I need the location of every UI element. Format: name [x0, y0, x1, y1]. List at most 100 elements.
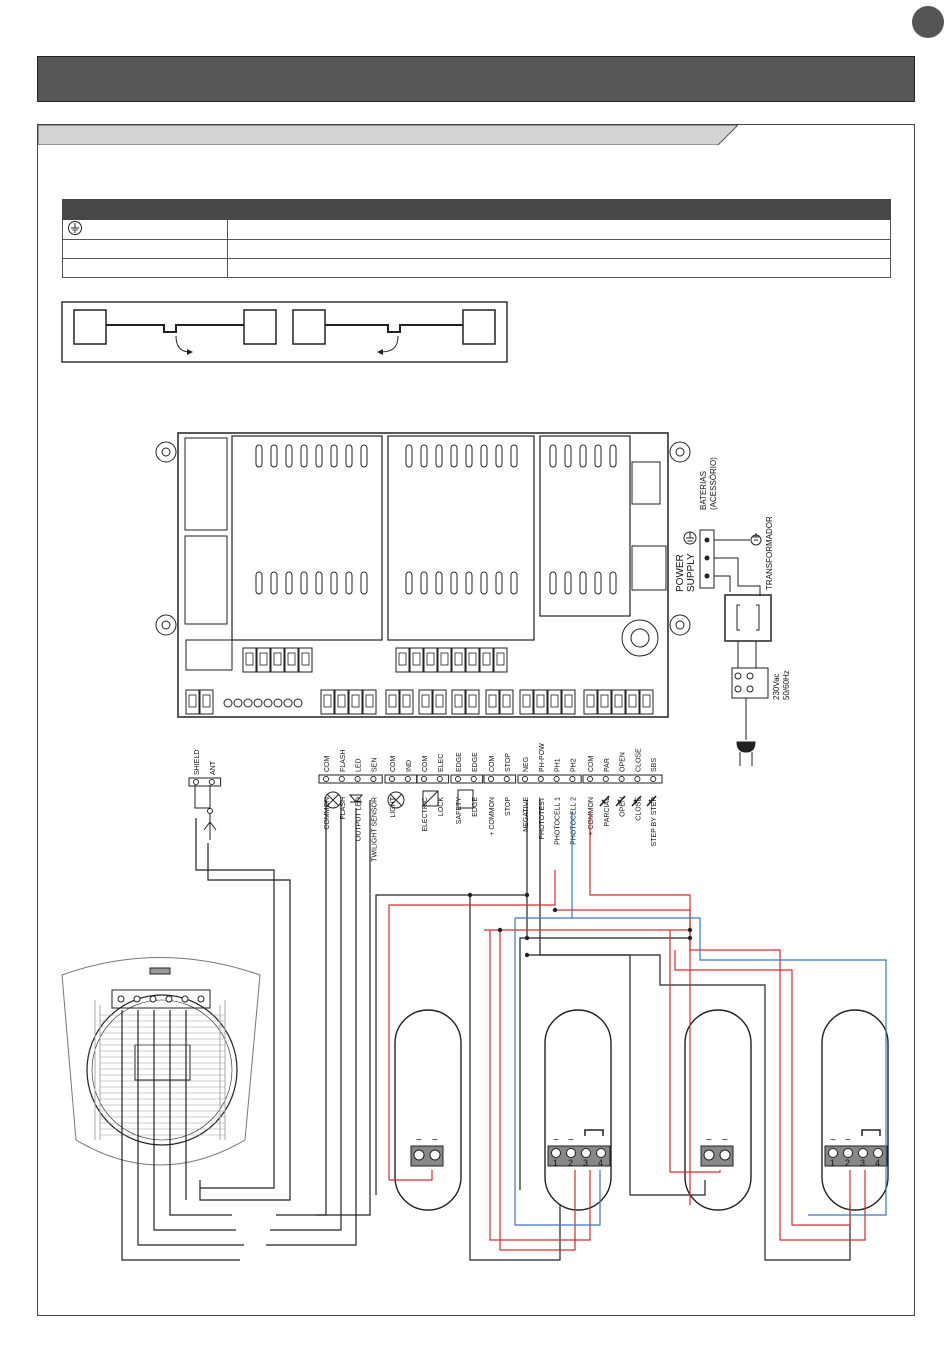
board-terminal: [561, 689, 576, 715]
wire-red: [500, 929, 721, 1173]
terminal-code-label: CLOSE: [635, 748, 642, 772]
photocell-terminal-number: 3: [583, 1158, 588, 1168]
section-header-tab: [38, 125, 738, 145]
control-board: [155, 432, 691, 718]
board-terminal-screw: [287, 652, 296, 666]
board-terminal-screw: [337, 694, 346, 708]
board-terminal-screw: [412, 652, 421, 666]
terminal-code-label: IND: [406, 760, 413, 772]
wire-red: [674, 950, 851, 1226]
board-terminal-screw: [496, 652, 505, 666]
terminal-screw: [420, 775, 428, 783]
board-slot: [549, 444, 557, 468]
switch-icon: [599, 795, 610, 807]
led-indicator: [283, 698, 293, 708]
board-terminal: [418, 689, 433, 715]
terminal-screw: [370, 775, 377, 783]
wire-red: [388, 870, 556, 1180]
board-slot: [315, 444, 323, 468]
board-slot: [420, 444, 428, 468]
mains-voltage-label: 230Vac: [772, 673, 781, 700]
wire-junction: [524, 892, 530, 898]
lamp-terminal-block: [117, 995, 205, 1003]
batteries-label: BATERIAS: [699, 471, 708, 510]
board-slot: [330, 444, 338, 468]
board-terminal-screw: [421, 694, 430, 708]
board-terminal: [270, 647, 285, 673]
lamp-terminal-screw: [149, 995, 157, 1003]
board-terminal: [320, 689, 335, 715]
terminal-description-label: OUTPUT LED: [356, 797, 363, 841]
jumper-icon: [584, 1129, 604, 1136]
terminal-description-label: ELECTRIC: [422, 797, 429, 832]
wire-black: [266, 808, 357, 1246]
terminal-code-label: EDGE: [472, 752, 479, 772]
photocell-terminal-label: ~: [706, 1135, 712, 1146]
terminal-description-label: PARCIAL: [604, 797, 611, 827]
board-slot: [285, 444, 293, 468]
terminal-strip: [450, 774, 484, 784]
terminal-description-label: OPEN: [620, 797, 627, 817]
board-terminal: [547, 689, 562, 715]
lamp-terminal-screw: [165, 995, 173, 1003]
board-terminal-screw: [502, 694, 511, 708]
board-terminal: [242, 647, 257, 673]
board-terminal: [284, 647, 299, 673]
board-terminal: [485, 689, 500, 715]
board-terminal-screw: [468, 694, 477, 708]
photocell-terminal-label: ~: [568, 1135, 574, 1146]
terminal-code-label: PH1: [555, 758, 562, 772]
board-slot: [405, 444, 413, 468]
terminal-description-label: CLOSE: [635, 797, 642, 821]
board-terminal-screw: [564, 694, 573, 708]
electric-lock-icon: [422, 790, 439, 807]
board-slot: [300, 571, 308, 595]
wiring-example-box: [61, 301, 508, 363]
terminal-code-label: FLASH: [340, 749, 347, 772]
board-terminal: [533, 689, 548, 715]
board-terminal: [625, 689, 640, 715]
board-terminal-screw: [614, 694, 623, 708]
led-indicator: [293, 698, 303, 708]
board-slot: [285, 571, 293, 595]
board-terminal-screw: [600, 694, 609, 708]
board-slot: [465, 571, 473, 595]
terminal-screw: [404, 775, 411, 783]
terminal-code-label: SEN: [371, 758, 378, 772]
board-terminal-screw: [468, 652, 477, 666]
board-terminal: [298, 647, 313, 673]
led-indicator: [273, 698, 283, 708]
board-terminal: [256, 647, 271, 673]
terminal-description-label: COMMON: [324, 797, 331, 830]
board-terminal-screw: [301, 652, 310, 666]
board-slot: [450, 444, 458, 468]
wire-red: [484, 929, 576, 1251]
led-indicator: [223, 698, 233, 708]
board-slot: [360, 571, 368, 595]
terminal-screw: [454, 775, 462, 783]
board-terminal: [432, 689, 447, 715]
terminal-screw: [322, 775, 330, 783]
legend-table: [62, 199, 891, 278]
photocell-terminal-screw: [873, 1148, 883, 1158]
terminal-code-label: PH-POW: [539, 743, 546, 772]
photocell-transmitter: ~~: [394, 1009, 462, 1211]
terminal-screw: [470, 775, 477, 783]
terminal-screw: [521, 775, 529, 783]
terminal-strip: [483, 774, 517, 784]
board-terminal-screw: [365, 694, 374, 708]
board-slot: [594, 444, 602, 468]
board-slot: [270, 571, 278, 595]
power-supply-label: POWER: [675, 554, 686, 592]
batteries-label-2: (ACESSÓRIO): [709, 457, 718, 510]
board-slot: [405, 571, 413, 595]
wire-junction: [687, 935, 693, 941]
photocell-terminal-screw: [596, 1148, 606, 1158]
board-terminal: [409, 647, 424, 673]
wire-black: [519, 937, 527, 1190]
terminal-screw: [569, 775, 576, 783]
wire-black: [375, 894, 561, 1261]
terminal-description-label: PHOTOTEST: [539, 796, 546, 839]
